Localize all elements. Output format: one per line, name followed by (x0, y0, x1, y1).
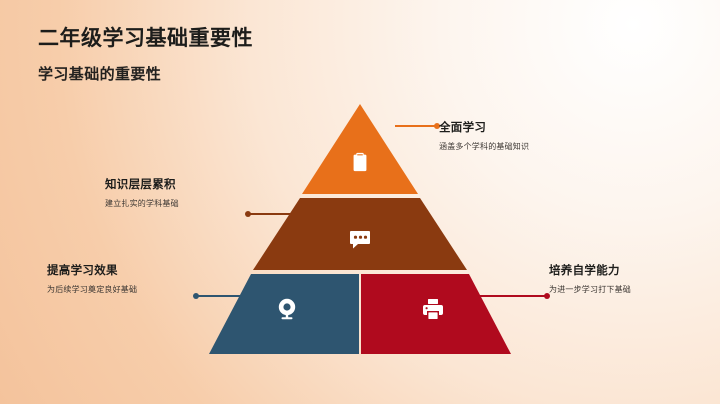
connector-line-top (395, 122, 440, 129)
callout-lower-left[interactable]: 提高学习效果 为后续学习奠定良好基础 (47, 262, 137, 295)
connector-dot-lower-left (193, 292, 199, 299)
page-subtitle: 学习基础的重要性 (38, 66, 162, 84)
printer-icon (420, 296, 446, 322)
connector-dot-lower-right (544, 292, 550, 299)
connector-line-lower-left (193, 292, 254, 299)
callout-top-description: 涵盖多个学科的基础知识 (439, 142, 530, 151)
callout-lower-right[interactable]: 培养自学能力 为进一步学习打下基础 (549, 262, 631, 295)
callout-upper-left[interactable]: 知识层层累积 建立扎实的学科基础 (105, 176, 179, 209)
callout-lower-right-description: 为进一步学习打下基础 (549, 285, 631, 294)
connector-dot-upper-left (245, 210, 251, 217)
connector-dot-top (434, 122, 440, 129)
callout-lower-right-title: 培养自学能力 (549, 265, 620, 277)
chat-bubble-icon (347, 226, 373, 252)
callout-lower-left-description: 为后续学习奠定良好基础 (47, 285, 138, 294)
pyramid-tier-top[interactable] (302, 104, 418, 194)
page-title: 二年级学习基础重要性 (38, 27, 253, 50)
pyramid-diagram (205, 104, 515, 359)
callout-upper-left-title: 知识层层累积 (105, 179, 176, 191)
callout-upper-left-description: 建立扎实的学科基础 (105, 199, 179, 208)
callout-lower-left-title: 提高学习效果 (47, 265, 118, 277)
webcam-icon (274, 296, 300, 322)
slide-header: 二年级学习基础重要性 学习基础的重要性 (38, 26, 468, 84)
clipboard-icon (348, 150, 372, 174)
connector-line-upper-left (245, 210, 300, 217)
callout-top[interactable]: 全面学习 涵盖多个学科的基础知识 (439, 119, 529, 152)
callout-top-title: 全面学习 (439, 122, 487, 134)
connector-line-lower-right (465, 292, 550, 299)
